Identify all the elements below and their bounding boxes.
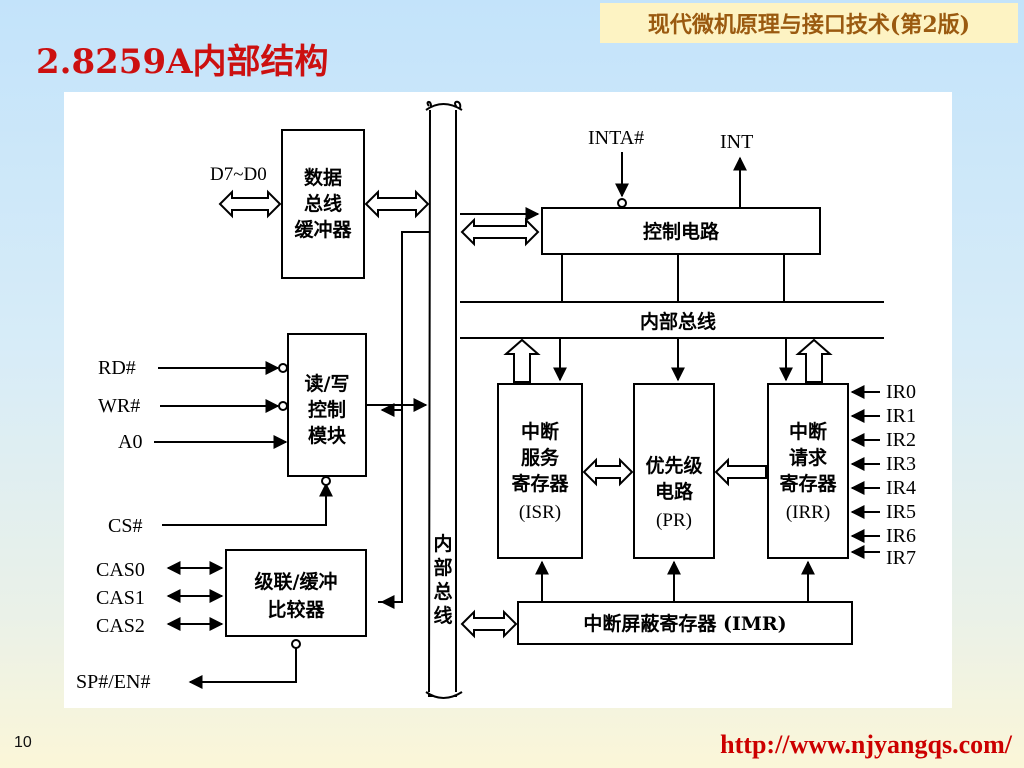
svg-text:模块: 模块 (308, 424, 347, 447)
signal-ir1: IR1 (886, 405, 916, 427)
svg-text:(PR): (PR) (656, 510, 692, 531)
svg-text:寄存器: 寄存器 (511, 472, 569, 495)
svg-text:控制: 控制 (308, 398, 346, 421)
diagram-panel: 内 部 总 线 内部总线 数据 总线 缓冲器 D7~D0 读/写 控制 模块 R… (64, 92, 952, 708)
signal-cas2: CAS2 (96, 615, 145, 637)
signal-ir4: IR4 (886, 477, 916, 499)
block-diagram: 内 部 总 线 内部总线 数据 总线 缓冲器 D7~D0 读/写 控制 模块 R… (76, 100, 916, 699)
data-bus-double-arrow (218, 189, 282, 219)
svg-text:服务: 服务 (521, 446, 560, 469)
horizontal-bus-label: 内部总线 (640, 310, 716, 333)
svg-text:中断: 中断 (789, 420, 827, 443)
vertical-bus-label: 内 部 总 线 (433, 532, 452, 627)
svg-text:优先级: 优先级 (645, 454, 702, 477)
svg-text:总: 总 (433, 580, 452, 603)
svg-text:数据: 数据 (304, 166, 342, 189)
slide-title: 2.8259A内部结构 (36, 42, 329, 82)
svg-text:电路: 电路 (655, 480, 694, 503)
svg-text:总线: 总线 (304, 192, 342, 215)
svg-text:比较器: 比较器 (267, 598, 325, 621)
signal-ir7: IR7 (886, 547, 916, 569)
cascade-buffer-block (225, 549, 367, 637)
signal-ir5: IR5 (886, 501, 916, 523)
signal-d7-d0: D7~D0 (210, 164, 267, 185)
svg-text:中断屏蔽寄存器 (IMR): 中断屏蔽寄存器 (IMR) (583, 612, 786, 635)
svg-text:内: 内 (433, 532, 452, 555)
page-number: 10 (14, 734, 32, 751)
imr-block (517, 601, 853, 645)
signal-ir3: IR3 (886, 453, 916, 475)
svg-text:(IRR): (IRR) (786, 502, 830, 523)
svg-text:级联/缓冲: 级联/缓冲 (255, 570, 338, 593)
svg-text:中断: 中断 (521, 420, 559, 443)
signal-ir0: IR0 (886, 381, 916, 403)
signal-ir2: IR2 (886, 429, 916, 451)
signal-cas1: CAS1 (96, 587, 145, 609)
signal-a0: A0 (118, 431, 142, 453)
svg-text:(ISR): (ISR) (519, 502, 561, 523)
irr-block (767, 383, 849, 559)
svg-text:读/写: 读/写 (305, 372, 350, 395)
signal-inta: INTA# (588, 127, 644, 149)
signal-cas0: CAS0 (96, 559, 145, 581)
signal-cs: CS# (108, 515, 142, 537)
book-title: 现代微机原理与接口技术(第2版) (600, 3, 1018, 43)
svg-text:线: 线 (433, 604, 452, 627)
svg-text:控制电路: 控制电路 (643, 220, 720, 243)
signal-ir6: IR6 (886, 525, 916, 547)
svg-text:缓冲器: 缓冲器 (294, 218, 352, 241)
svg-text:部: 部 (433, 556, 452, 579)
control-circuit-block (541, 207, 821, 255)
signal-wr: WR# (98, 395, 140, 417)
pr-block (633, 383, 715, 559)
isr-block (497, 383, 583, 559)
svg-text:寄存器: 寄存器 (779, 472, 837, 495)
ir-inputs: IR0 IR1 IR2 IR3 IR4 IR5 IR6 IR7 (850, 381, 916, 569)
data-bus-buffer-block (281, 129, 365, 279)
signal-rd: RD# (98, 357, 136, 379)
signal-int: INT (720, 131, 753, 153)
signal-sp-en: SP#/EN# (76, 671, 150, 693)
svg-text:请求: 请求 (789, 446, 828, 469)
site-url-link[interactable]: http://www.njyangqs.com/ (720, 730, 1012, 759)
